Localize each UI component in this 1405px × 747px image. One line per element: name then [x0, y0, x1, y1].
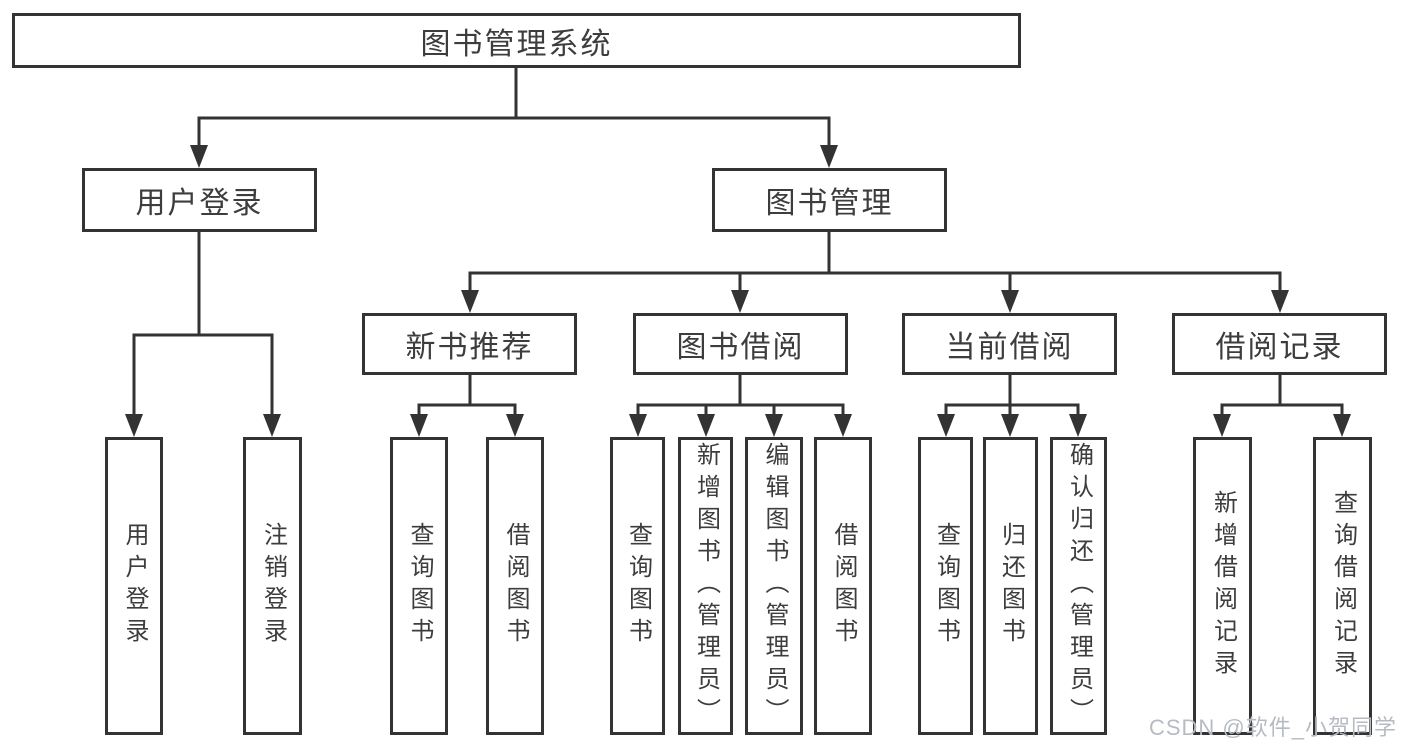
leaf-user-login: 用户登录 [105, 437, 163, 735]
node-label: 新增借阅记录 [1209, 490, 1237, 682]
leaf-logout: 注销登录 [243, 437, 302, 735]
leaf-query-borrow-record: 查询借阅记录 [1313, 437, 1372, 735]
node-label: 确认归还（管理员） [1065, 442, 1093, 730]
leaf-confirm-return-admin: 确认归还（管理员） [1050, 437, 1107, 735]
node-label: 用户登录 [121, 522, 148, 650]
node-book-borrowing: 图书借阅 [633, 313, 848, 375]
node-label: 查询借阅记录 [1329, 490, 1357, 682]
node-label: 查询图书 [624, 522, 652, 650]
node-label: 新书推荐 [405, 331, 534, 364]
csdn-watermark: CSDN @软件_小贺同学 [1148, 715, 1397, 740]
leaf-add-borrow-record: 新增借阅记录 [1193, 437, 1252, 735]
node-label: 查询图书 [932, 522, 960, 650]
node-label: 借阅记录 [1215, 331, 1344, 364]
node-label: 图书借阅 [676, 331, 805, 364]
node-label: 借阅图书 [502, 522, 529, 650]
node-root-system: 图书管理系统 [12, 13, 1021, 68]
node-label: 当前借阅 [945, 331, 1074, 364]
node-current-borrowing: 当前借阅 [902, 313, 1117, 375]
node-label: 归还图书 [997, 522, 1025, 650]
node-label: 编辑图书（管理员） [761, 442, 788, 730]
leaf-query-books-borrowing: 查询图书 [610, 437, 665, 735]
leaf-borrow-books-recommendation: 借阅图书 [486, 437, 544, 735]
node-label: 查询图书 [406, 522, 433, 650]
node-new-book-recommendation: 新书推荐 [362, 313, 577, 375]
leaf-add-books-admin: 新增图书（管理员） [678, 437, 733, 735]
node-user-login: 用户登录 [82, 168, 317, 232]
leaf-borrow-books: 借阅图书 [814, 437, 872, 735]
leaf-query-books-recommendation: 查询图书 [390, 437, 448, 735]
leaf-edit-books-admin: 编辑图书（管理员） [745, 437, 803, 735]
node-label: 图书管理 [765, 187, 894, 220]
leaf-return-books: 归还图书 [983, 437, 1038, 735]
arrowheads [125, 145, 1351, 437]
node-label: 新增图书（管理员） [692, 442, 720, 730]
node-label: 图书管理系统 [420, 27, 613, 61]
node-borrowing-records: 借阅记录 [1172, 313, 1387, 375]
node-label: 用户登录 [135, 187, 264, 220]
leaf-query-books-current: 查询图书 [918, 437, 973, 735]
node-book-management: 图书管理 [712, 168, 947, 232]
node-label: 注销登录 [259, 522, 287, 650]
node-label: 借阅图书 [830, 522, 857, 650]
